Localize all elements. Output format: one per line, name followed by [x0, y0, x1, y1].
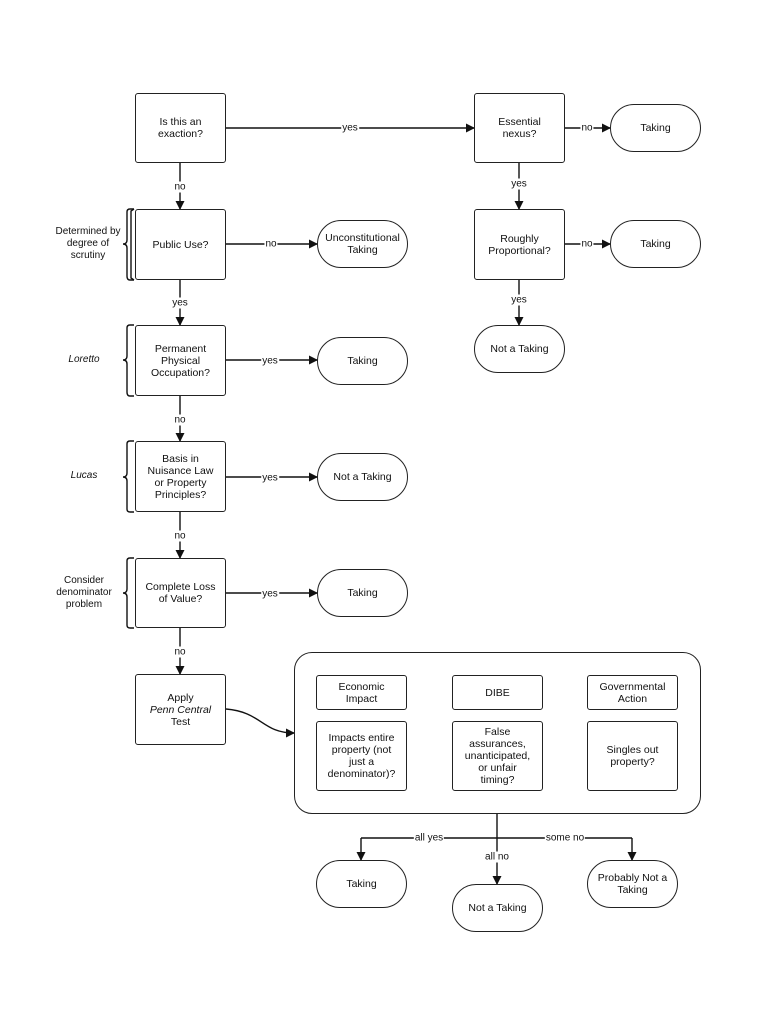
side-note-denominator: Consider denominator problem — [56, 575, 112, 610]
essential-nexus-question: Essential nexus? — [474, 93, 565, 163]
label-all-no: all no — [484, 851, 510, 863]
edge-apply-pc — [225, 708, 295, 738]
bracket-denominator — [122, 557, 134, 629]
factor-dibe: DIBE — [452, 675, 543, 710]
nuisance-question: Basis in Nuisance Law or Property Princi… — [135, 441, 226, 512]
exaction-question: Is this an exaction? — [135, 93, 226, 163]
label-exaction-no: no — [173, 181, 187, 193]
factor-economic-impact: Economic Impact — [316, 675, 407, 710]
factor-governmental-action: Governmental Action — [587, 675, 678, 710]
complete-loss-question: Complete Loss of Value? — [135, 558, 226, 628]
label-loss-no: no — [173, 646, 187, 658]
label-nuisance-no: no — [173, 530, 187, 542]
side-note-lucas: Lucas — [70, 470, 98, 481]
apply-pc-line3: Test — [170, 715, 191, 728]
apply-pc-line1: Apply — [167, 691, 194, 704]
bracket-lucas — [122, 440, 134, 513]
bracket-scrutiny — [122, 208, 134, 281]
label-exaction-yes: yes — [341, 122, 359, 134]
question-economic-impact: Impacts entire property (not just a deno… — [316, 721, 407, 791]
label-nuisance-yes: yes — [261, 472, 279, 484]
label-nexus-no: no — [580, 122, 594, 134]
outcome-all-no-not-taking: Not a Taking — [452, 884, 543, 932]
apply-penn-central-box: Apply Penn Central Test — [135, 674, 226, 745]
outcome-unconstitutional-taking: Unconstitutional Taking — [317, 220, 408, 268]
outcome-nexus-taking: Taking — [610, 104, 701, 152]
label-loss-yes: yes — [261, 588, 279, 600]
side-note-loretto: Loretto — [68, 354, 100, 365]
permanent-occupation-question: Permanent Physical Occupation? — [135, 325, 226, 396]
question-governmental-action: Singles out property? — [587, 721, 678, 791]
outcome-some-no-probably-not-taking: Probably Not a Taking — [587, 860, 678, 908]
apply-pc-line2: Penn Central — [149, 703, 212, 716]
bracket-scrutiny-inner — [130, 208, 135, 281]
outcome-proportional-not-taking: Not a Taking — [474, 325, 565, 373]
question-dibe: False assurances, unanticipated, or unfa… — [452, 721, 543, 791]
outcome-occupation-taking: Taking — [317, 337, 408, 385]
label-public-use-yes: yes — [171, 297, 189, 309]
outcome-loss-taking: Taking — [317, 569, 408, 617]
label-public-use-no: no — [264, 238, 278, 250]
outcome-nuisance-not-taking: Not a Taking — [317, 453, 408, 501]
outcome-all-yes-taking: Taking — [316, 860, 407, 908]
label-occupation-no: no — [173, 414, 187, 426]
side-note-scrutiny: Determined by degree of scrutiny — [55, 226, 121, 261]
label-proportional-no: no — [580, 238, 594, 250]
bracket-loretto — [122, 324, 134, 397]
public-use-question: Public Use? — [135, 209, 226, 280]
label-some-no: some no — [544, 832, 586, 844]
label-nexus-yes: yes — [510, 178, 528, 190]
roughly-proportional-question: Roughly Proportional? — [474, 209, 565, 280]
label-occupation-yes: yes — [261, 355, 279, 367]
label-proportional-yes: yes — [510, 294, 528, 306]
label-all-yes: all yes — [413, 832, 445, 844]
outcome-proportional-taking: Taking — [610, 220, 701, 268]
